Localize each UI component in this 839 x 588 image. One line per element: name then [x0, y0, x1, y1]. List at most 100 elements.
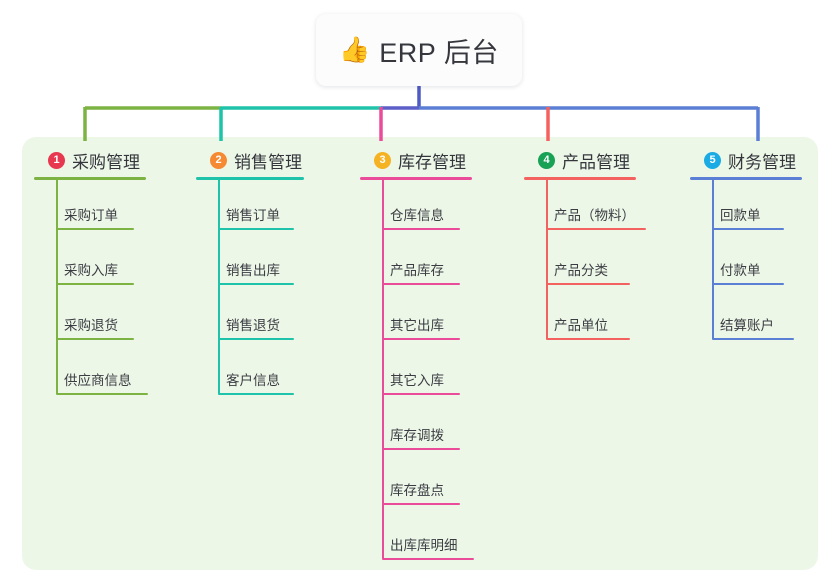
leaf-list: 回款单付款单结算账户 [690, 180, 802, 345]
leaf-underline [218, 228, 294, 230]
leaf-node[interactable]: 回款单 [690, 180, 802, 235]
leaf-node[interactable]: 出库库明细 [360, 510, 474, 565]
branch-5: 5 财务管理回款单付款单结算账户 [690, 147, 802, 345]
branches-panel [22, 137, 818, 570]
leaf-label: 结算账户 [720, 318, 774, 333]
leaf-underline [218, 393, 294, 395]
branch-underline [360, 177, 472, 180]
leaf-label: 采购入库 [64, 263, 118, 278]
leaf-underline [56, 393, 148, 395]
leaf-label: 回款单 [720, 208, 761, 223]
leaf-label: 产品分类 [554, 263, 608, 278]
leaf-underline [382, 558, 474, 560]
leaf-node[interactable]: 其它出库 [360, 290, 472, 345]
leaf-label: 其它入库 [390, 373, 444, 388]
branch-title: 库存管理 [398, 152, 466, 172]
leaf-label: 产品（物料） [554, 208, 635, 223]
leaf-spine [218, 180, 220, 394]
leaf-node[interactable]: 销售订单 [196, 180, 304, 235]
leaf-label: 产品单位 [554, 318, 608, 333]
leaf-list: 销售订单销售出库销售退货客户信息 [196, 180, 304, 400]
leaf-label: 库存盘点 [390, 483, 444, 498]
leaf-underline [218, 283, 294, 285]
leaf-node[interactable]: 产品库存 [360, 235, 472, 290]
leaf-label: 库存调拨 [390, 428, 444, 443]
leaf-node[interactable]: 采购退货 [34, 290, 146, 345]
leaf-node[interactable]: 销售出库 [196, 235, 304, 290]
leaf-underline [712, 228, 784, 230]
leaf-node[interactable]: 库存调拨 [360, 400, 472, 455]
branch-badge-5: 5 [704, 151, 721, 169]
leaf-label: 客户信息 [226, 373, 280, 388]
leaf-spine [546, 180, 548, 339]
leaf-underline [382, 448, 460, 450]
leaf-underline [382, 228, 460, 230]
thumbs-up-icon: 👍 [339, 35, 371, 64]
branch-1: 1 采购管理采购订单采购入库采购退货供应商信息 [34, 147, 148, 400]
leaf-node[interactable]: 销售退货 [196, 290, 304, 345]
leaf-underline [546, 338, 630, 340]
leaf-label: 产品库存 [390, 263, 444, 278]
leaf-label: 供应商信息 [64, 373, 132, 388]
branch-head-3[interactable]: 3 库存管理 [360, 147, 472, 173]
leaf-spine [56, 180, 58, 394]
branch-head-4[interactable]: 4 产品管理 [524, 147, 636, 173]
branch-3: 3 库存管理仓库信息产品库存其它出库其它入库库存调拨库存盘点出库库明细 [360, 147, 474, 565]
leaf-underline [382, 338, 460, 340]
leaf-list: 产品（物料） 产品分类产品单位 [524, 180, 646, 345]
leaf-label: 采购退货 [64, 318, 118, 333]
leaf-node[interactable]: 结算账户 [690, 290, 802, 345]
leaf-node[interactable]: 付款单 [690, 235, 802, 290]
leaf-spine [712, 180, 714, 339]
branch-badge-1: 1 [48, 151, 65, 169]
leaf-node[interactable]: 仓库信息 [360, 180, 472, 235]
root-node[interactable]: 👍 ERP 后台 [316, 14, 522, 86]
leaf-label: 其它出库 [390, 318, 444, 333]
leaf-underline [712, 338, 794, 340]
leaf-label: 仓库信息 [390, 208, 444, 223]
leaf-underline [56, 338, 134, 340]
branch-underline [196, 177, 304, 180]
branch-underline [524, 177, 636, 180]
branch-badge-4: 4 [538, 151, 555, 169]
leaf-node[interactable]: 产品（物料） [524, 180, 646, 235]
leaf-underline [546, 228, 646, 230]
leaf-label: 出库库明细 [390, 538, 458, 553]
leaf-node[interactable]: 采购入库 [34, 235, 146, 290]
branch-badge-3: 3 [374, 151, 391, 169]
leaf-label: 销售出库 [226, 263, 280, 278]
leaf-label: 销售订单 [226, 208, 280, 223]
leaf-underline [712, 283, 784, 285]
branch-head-5[interactable]: 5 财务管理 [690, 147, 802, 173]
leaf-node[interactable]: 产品单位 [524, 290, 636, 345]
leaf-underline [56, 283, 134, 285]
leaf-label: 销售退货 [226, 318, 280, 333]
leaf-label: 采购订单 [64, 208, 118, 223]
leaf-node[interactable]: 供应商信息 [34, 345, 148, 400]
leaf-underline [382, 503, 460, 505]
leaf-underline [382, 283, 460, 285]
leaf-list: 仓库信息产品库存其它出库其它入库库存调拨库存盘点出库库明细 [360, 180, 474, 565]
leaf-node[interactable]: 其它入库 [360, 345, 472, 400]
branch-badge-2: 2 [210, 151, 227, 169]
leaf-node[interactable]: 库存盘点 [360, 455, 472, 510]
leaf-label: 付款单 [720, 263, 761, 278]
branch-underline [34, 177, 146, 180]
branch-head-1[interactable]: 1 采购管理 [34, 147, 146, 173]
root-title: ERP 后台 [379, 37, 499, 68]
leaf-node[interactable]: 客户信息 [196, 345, 304, 400]
leaf-underline [218, 338, 294, 340]
leaf-node[interactable]: 产品分类 [524, 235, 636, 290]
leaf-list: 采购订单采购入库采购退货供应商信息 [34, 180, 148, 400]
leaf-spine [382, 180, 384, 559]
leaf-underline [382, 393, 460, 395]
leaf-node[interactable]: 采购订单 [34, 180, 146, 235]
branch-title: 财务管理 [728, 152, 796, 172]
leaf-underline [546, 283, 630, 285]
branch-4: 4 产品管理产品（物料） 产品分类产品单位 [524, 147, 646, 345]
branch-title: 采购管理 [72, 152, 140, 172]
branch-title: 产品管理 [562, 152, 630, 172]
leaf-underline [56, 228, 134, 230]
